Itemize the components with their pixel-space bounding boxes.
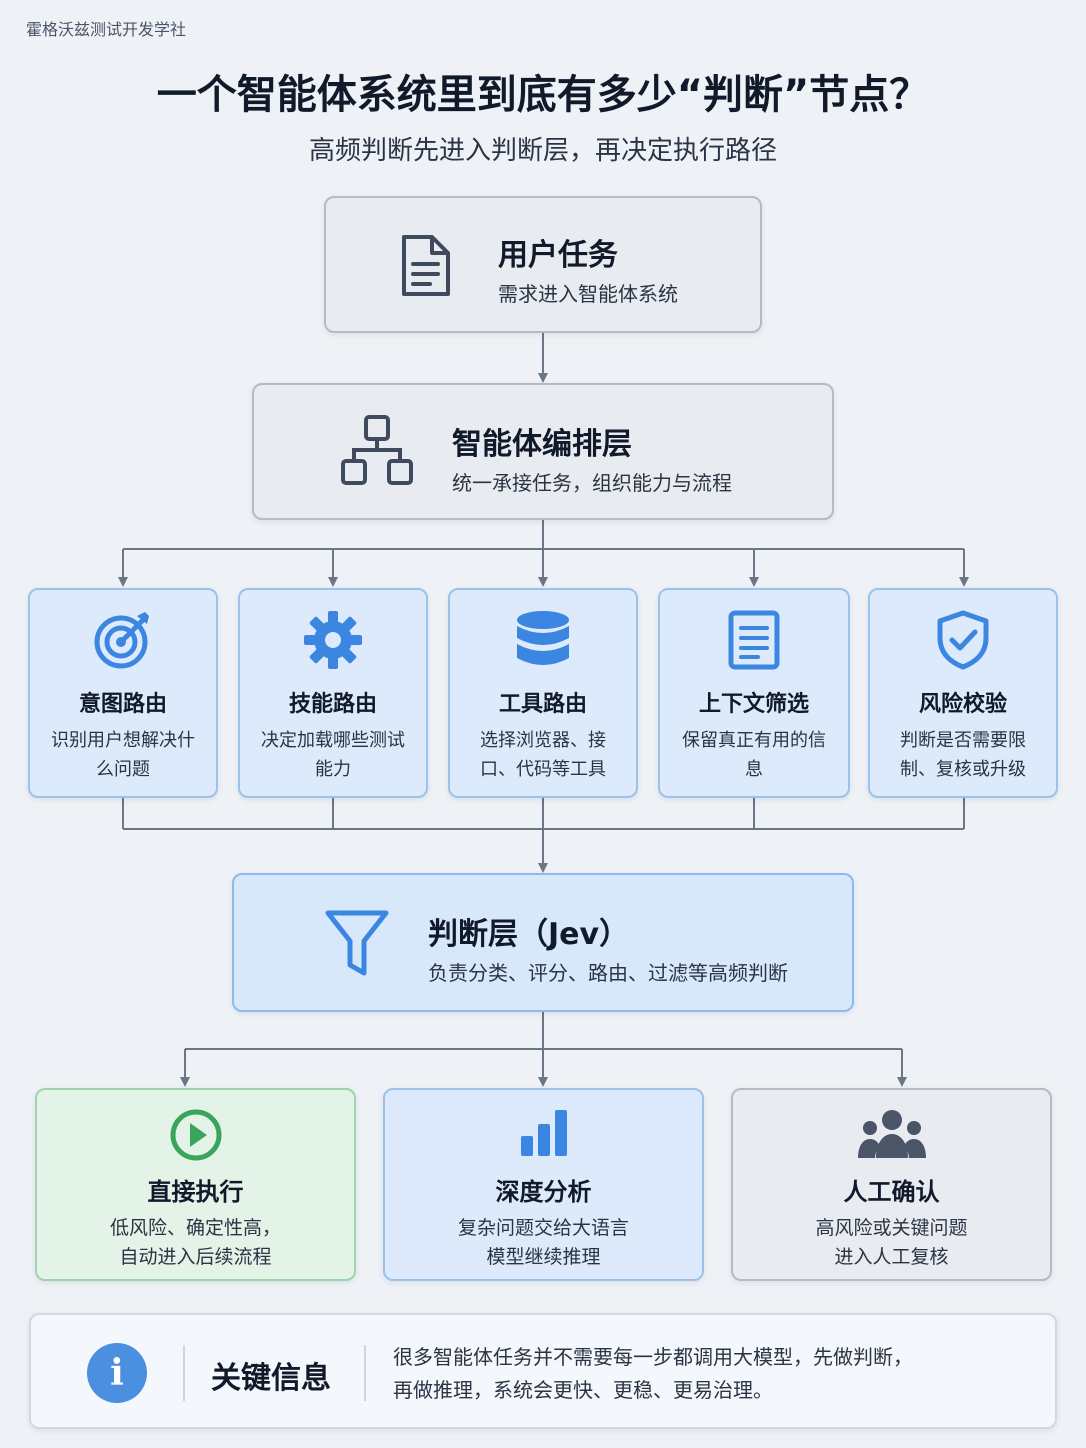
orchestration-desc: 统一承接任务，组织能力与流程 [452,471,732,495]
outcome-desc-line: 自动进入后续流程 [119,1246,272,1268]
outcome-desc-line: 进入人工复核 [834,1246,949,1268]
outcome-desc: 复杂问题交给大语言 模型继续推理 [401,1214,686,1272]
shield-check-icon [937,610,989,670]
module-title: 风险校验 [918,692,1007,717]
module-desc: 决定加载哪些测试能力 [261,730,405,780]
outcome-title: 直接执行 [147,1178,244,1206]
outcome-title: 人工确认 [843,1178,940,1206]
outcome-desc-line: 模型继续推理 [486,1246,601,1268]
outcome-desc-line: 低风险、确定性高， [109,1217,281,1239]
module-title: 工具路由 [498,692,587,717]
outcome-title: 深度分析 [495,1178,592,1206]
watermark: 霍格沃兹测试开发学社 [26,20,187,39]
page-subtitle: 高频判断先进入判断层，再决定执行路径 [308,136,777,166]
orchestration-box: 智能体编排层 统一承接任务，组织能力与流程 [252,383,834,520]
divider [183,1345,185,1401]
key-info-line: 很多智能体任务并不需要每一步都调用大模型，先做判断， [393,1345,913,1369]
outcome-deep-analysis: 深度分析 复杂问题交给大语言 模型继续推理 [383,1088,704,1281]
outcome-human-confirm: 人工确认 高风险或关键问题 进入人工复核 [731,1088,1052,1281]
outcome-desc-line: 高风险或关键问题 [815,1217,968,1239]
module-desc: 识别用户想解决什么问题 [51,730,195,780]
database-icon [517,611,569,665]
outcome-desc-line: 复杂问题交给大语言 [457,1217,629,1239]
module-title: 技能路由 [288,692,377,717]
module-desc: 判断是否需要限制、复核或升级 [900,730,1026,780]
outcome-desc: 低风险、确定性高， 自动进入后续流程 [53,1214,338,1272]
target-icon [94,612,149,669]
hierarchy-icon [341,415,413,485]
module-desc: 选择浏览器、接口、代码等工具 [480,730,606,780]
module-risk-check: 风险校验 判断是否需要限制、复核或升级 [868,588,1058,798]
list-document-icon [728,610,780,670]
module-desc: 保留真正有用的信息 [682,730,826,780]
key-info-label: 关键信息 [211,1361,331,1396]
module-skill-routing: 技能路由 决定加载哪些测试能力 [238,588,428,798]
module-context-filter: 上下文筛选 保留真正有用的信息 [658,588,850,798]
user-task-title: 用户任务 [498,238,618,273]
module-tool-routing: 工具路由 选择浏览器、接口、代码等工具 [448,588,638,798]
info-icon: i [87,1343,147,1403]
play-icon [170,1109,221,1161]
user-task-box: 用户任务 需求进入智能体系统 [324,196,762,333]
gear-icon [304,611,362,669]
judgment-layer-box: 判断层（Jev） 负责分类、评分、路由、过滤等高频判断 [232,873,854,1012]
bar-chart-icon [520,1110,567,1156]
key-info-line: 再做推理，系统会更快、更稳、更易治理。 [393,1378,773,1402]
divider [364,1345,366,1401]
page-title: 一个智能体系统里到底有多少“判断”节点？ [156,72,930,118]
filter-icon [325,910,389,976]
module-title: 上下文筛选 [698,692,809,717]
key-info-panel: i 关键信息 很多智能体任务并不需要每一步都调用大模型，先做判断， 再做推理，系… [29,1313,1057,1429]
outcome-desc: 高风险或关键问题 进入人工复核 [749,1214,1034,1272]
key-info-text: 很多智能体任务并不需要每一步都调用大模型，先做判断， 再做推理，系统会更快、更稳… [393,1341,1033,1407]
document-icon [402,235,450,296]
orchestration-title: 智能体编排层 [452,427,632,462]
module-intent-routing: 意图路由 识别用户想解决什么问题 [28,588,218,798]
module-title: 意图路由 [78,692,167,717]
outcome-direct-execution: 直接执行 低风险、确定性高， 自动进入后续流程 [35,1088,356,1281]
judgment-layer-title: 判断层（Jev） [428,917,630,952]
people-icon [857,1110,926,1158]
judgment-layer-desc: 负责分类、评分、路由、过滤等高频判断 [428,961,788,985]
user-task-desc: 需求进入智能体系统 [498,282,678,306]
